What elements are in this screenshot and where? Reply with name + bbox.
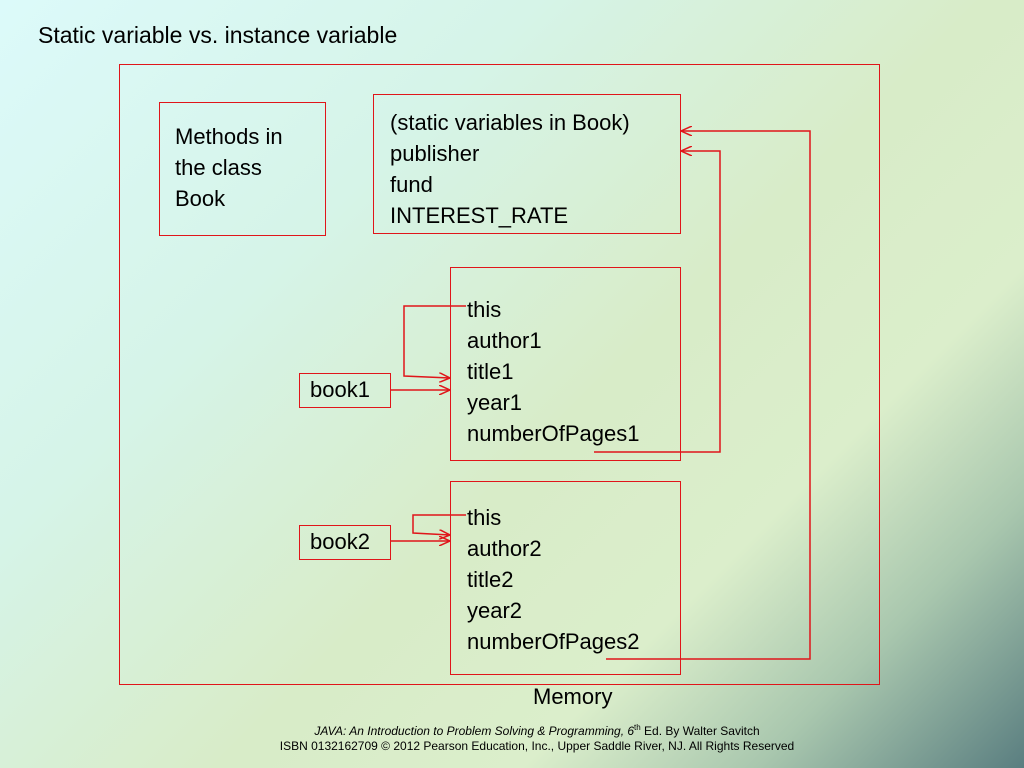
static-var-fund: fund — [390, 172, 433, 197]
object-field: author2 — [467, 536, 542, 561]
book2-reference-box: book2 — [299, 525, 391, 560]
footer-book-title: JAVA: An Introduction to Problem Solving… — [314, 724, 635, 738]
memory-label: Memory — [533, 684, 613, 709]
object-field: year1 — [467, 390, 523, 415]
book2-object-box: this author2 title2 year2 numberOfPages2 — [450, 481, 681, 675]
methods-box: Methods in the class Book — [159, 102, 326, 236]
static-variables-box: (static variables in Book) publisher fun… — [373, 94, 681, 234]
object-field: title2 — [467, 567, 514, 592]
methods-line: the class — [175, 155, 262, 180]
object-field: numberOfPages2 — [467, 629, 640, 654]
memory-frame — [119, 64, 880, 685]
footer-edition-sup: th — [634, 723, 641, 732]
methods-line: Book — [175, 186, 226, 211]
object-field: this — [467, 297, 502, 322]
book1-object-box: this author1 title1 year1 numberOfPages1 — [450, 267, 681, 461]
slide-title: Static variable vs. instance variable — [38, 22, 398, 48]
footer-edition-rest: Ed. By Walter Savitch — [640, 724, 760, 738]
object-field: author1 — [467, 328, 542, 353]
object-field: year2 — [467, 598, 523, 623]
footer-copyright: ISBN 0132162709 © 2012 Pearson Education… — [279, 739, 795, 753]
object-field: title1 — [467, 359, 514, 384]
footer-citation: JAVA: An Introduction to Problem Solving… — [0, 723, 1024, 738]
static-var-interest-rate: INTEREST_RATE — [390, 203, 569, 228]
object-field: this — [467, 505, 502, 530]
static-heading: (static variables in Book) — [390, 110, 630, 135]
methods-line: Methods in — [175, 124, 283, 149]
static-var-publisher: publisher — [390, 141, 480, 166]
book1-reference-box: book1 — [299, 373, 391, 408]
object-field: numberOfPages1 — [467, 421, 640, 446]
